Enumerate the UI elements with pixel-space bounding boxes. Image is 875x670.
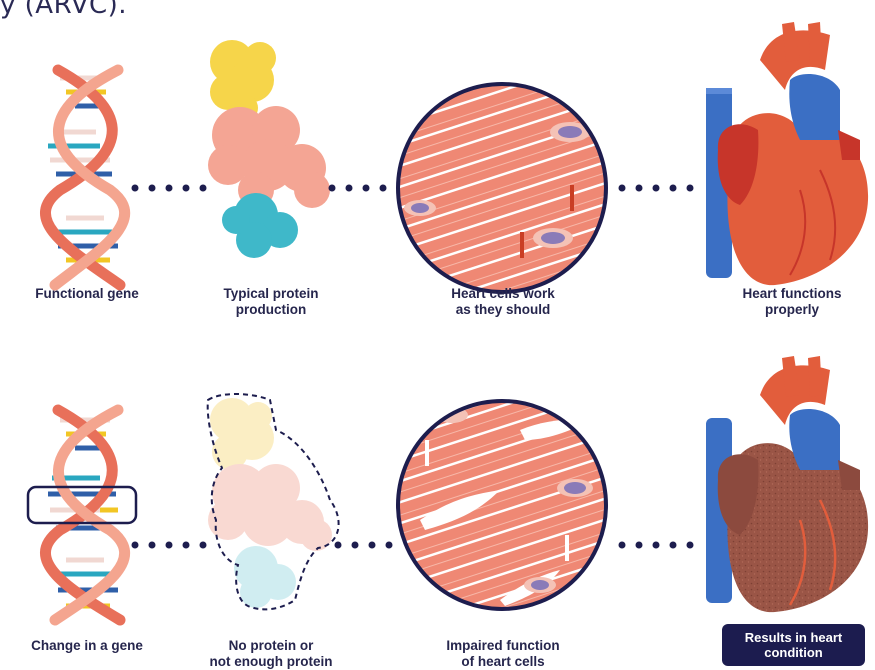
protein-cluster-faded-icon — [208, 394, 339, 609]
caption-no-protein: No protein or not enough protein — [186, 638, 356, 670]
caption-typical-protein: Typical protein production — [186, 286, 356, 318]
heart-icon — [706, 22, 868, 285]
dna-helix-icon — [45, 70, 124, 285]
caption-change-in-gene: Change in a gene — [2, 638, 172, 654]
dna-helix-icon — [28, 410, 136, 620]
diseased-heart-icon — [706, 356, 868, 612]
result-badge: Results in heart condition — [722, 624, 865, 666]
caption-heart-functions: Heart functions properly — [707, 286, 875, 318]
caption-heart-cells-work: Heart cells work as they should — [418, 286, 588, 318]
protein-cluster-icon — [208, 40, 330, 258]
caption-functional-gene: Functional gene — [2, 286, 172, 302]
caption-impaired-function: Impaired function of heart cells — [418, 638, 588, 670]
impaired-heart-cells-icon — [390, 395, 620, 615]
heart-cells-icon — [390, 54, 620, 300]
